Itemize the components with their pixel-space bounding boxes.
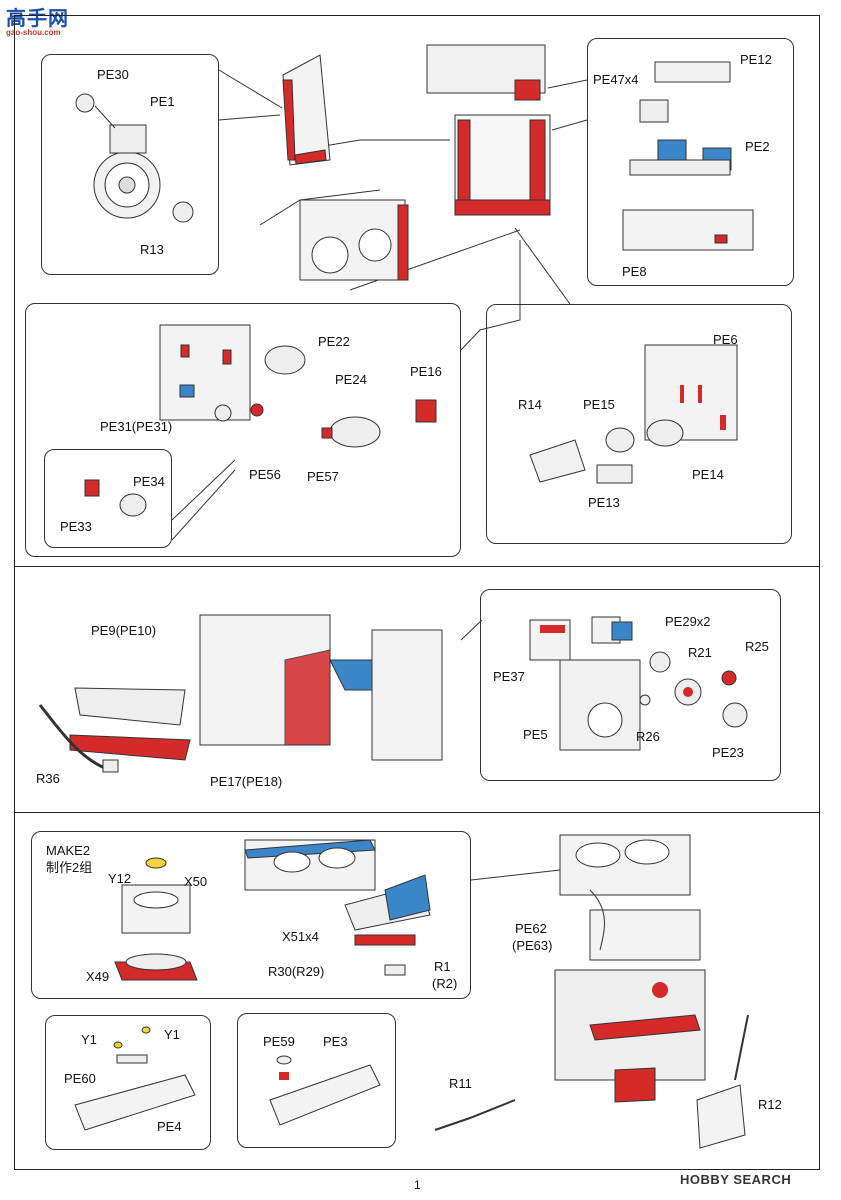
label-pe3: PE3: [323, 1034, 348, 1049]
label-pe12: PE12: [740, 52, 772, 67]
label-r13: R13: [140, 242, 164, 257]
label-r30: R30(R29): [268, 964, 325, 979]
callout-sub-part: [44, 449, 172, 548]
label-pe37: PE37: [493, 669, 525, 684]
callout-flywheel: [41, 54, 219, 275]
label-pe30: PE30: [97, 67, 129, 82]
label-pe6: PE6: [713, 332, 738, 347]
label-pe34: PE34: [133, 474, 165, 489]
label-pe1: PE1: [150, 94, 175, 109]
label-pe57: PE57: [307, 469, 339, 484]
label-x49: X49: [86, 969, 110, 984]
label-pe8: PE8: [622, 264, 647, 279]
label-pe16: PE16: [410, 364, 442, 379]
page-number: 1: [414, 1178, 421, 1192]
label-r2: (R2): [432, 976, 458, 991]
watermark: HOBBY SEARCH: [680, 1172, 792, 1187]
label-r36: R36: [36, 771, 60, 786]
label-r1: R1: [434, 959, 451, 974]
label-y1-left: Y1: [81, 1032, 97, 1047]
label-pe47: PE47x4: [593, 72, 639, 87]
label-pe62: PE62: [515, 921, 547, 936]
label-y1-right: Y1: [164, 1027, 180, 1042]
label-pe23: PE23: [712, 745, 744, 760]
label-pe9: PE9(PE10): [91, 623, 157, 638]
callout-rear-plate: [486, 304, 792, 544]
label-pe63: (PE63): [512, 938, 553, 953]
label-pe4: PE4: [157, 1119, 182, 1134]
label-pe60: PE60: [64, 1071, 96, 1086]
page-frame: [14, 15, 820, 1170]
make2-note-cn: 制作2组: [46, 860, 93, 875]
label-r25: R25: [745, 639, 769, 654]
label-pe24: PE24: [335, 372, 367, 387]
label-pe5: PE5: [523, 727, 548, 742]
label-r12: R12: [758, 1097, 782, 1112]
site-logo-text: 高手网: [6, 8, 69, 30]
label-r26: R26: [636, 729, 660, 744]
label-pe22: PE22: [318, 334, 350, 349]
label-pe31: PE31(PE31): [100, 419, 173, 434]
callout-pe3: [237, 1013, 396, 1148]
make2-note: MAKE2: [46, 843, 91, 858]
label-x50: X50: [184, 874, 208, 889]
section-divider-1: [14, 566, 820, 567]
label-r21: R21: [688, 645, 712, 660]
label-pe14: PE14: [692, 467, 724, 482]
label-pe56: PE56: [249, 467, 281, 482]
label-y12: Y12: [108, 871, 132, 886]
label-pe59: PE59: [263, 1034, 295, 1049]
label-pe2: PE2: [745, 139, 770, 154]
label-pe13: PE13: [588, 495, 620, 510]
label-r14: R14: [518, 397, 542, 412]
label-pe17: PE17(PE18): [210, 774, 283, 789]
label-pe33: PE33: [60, 519, 92, 534]
label-x51: X51x4: [282, 929, 319, 944]
label-pe29: PE29x2: [665, 614, 711, 629]
site-logo-url: gao-shou.com: [6, 28, 61, 37]
site-logo: 高手网 gao-shou.com: [4, 2, 74, 40]
label-r11: R11: [449, 1076, 472, 1091]
label-pe15: PE15: [583, 397, 615, 412]
section-divider-2: [14, 812, 820, 813]
